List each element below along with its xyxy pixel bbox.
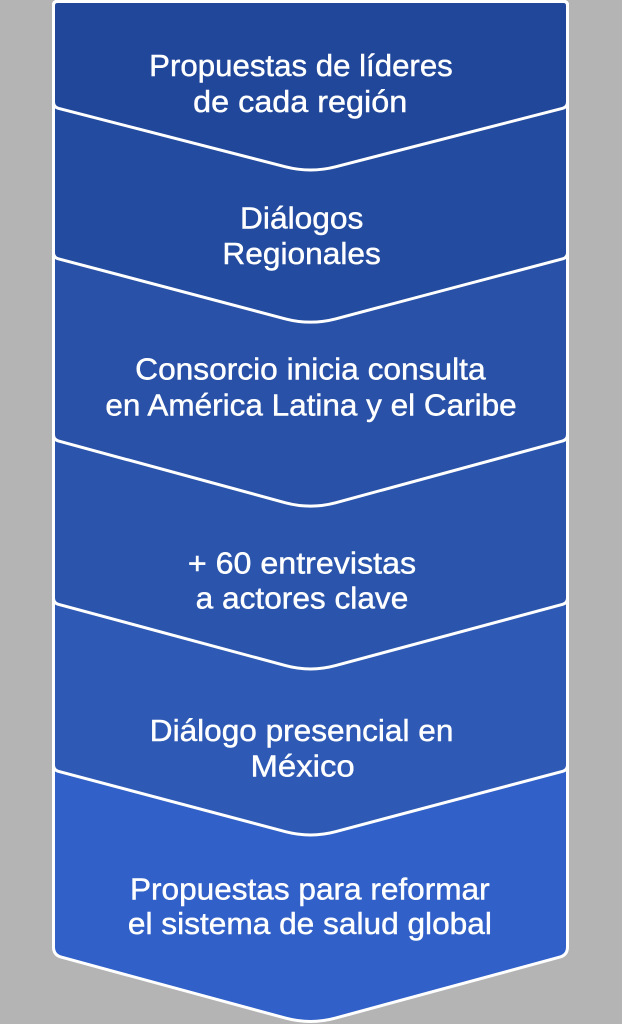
svg-text:Diálogos: Diálogos: [240, 200, 363, 235]
svg-text:Propuestas para reformar: Propuestas para reformar: [130, 872, 490, 907]
svg-text:a actores clave: a actores clave: [196, 581, 409, 616]
svg-text:Consorcio inicia consulta: Consorcio inicia consulta: [135, 352, 486, 387]
svg-text:Diálogo presencial en: Diálogo presencial en: [150, 713, 454, 748]
svg-text:en América Latina y el Caribe: en América Latina y el Caribe: [105, 387, 516, 422]
svg-text:Regionales: Regionales: [222, 236, 380, 271]
svg-text:el sistema de salud global: el sistema de salud global: [128, 906, 492, 941]
svg-text:México: México: [251, 748, 355, 783]
svg-text:+ 60 entrevistas: + 60 entrevistas: [188, 546, 416, 581]
svg-text:Propuestas de líderes: Propuestas de líderes: [149, 48, 453, 83]
svg-text:de cada región: de cada región: [193, 84, 407, 119]
